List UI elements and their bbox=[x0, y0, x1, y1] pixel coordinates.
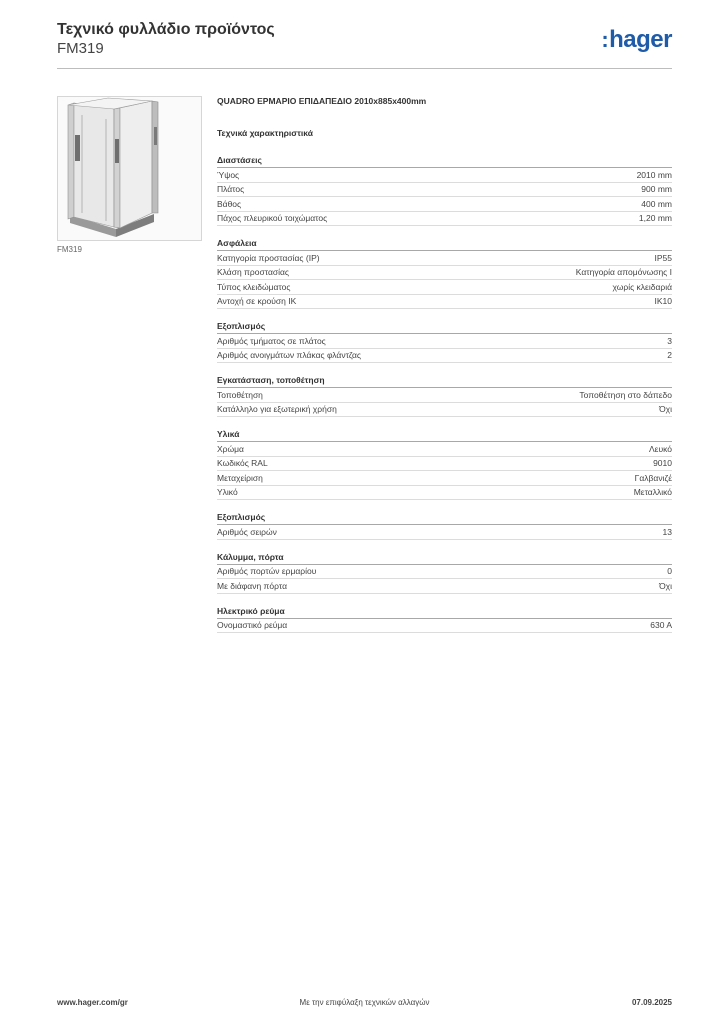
spec-row: Αριθμός ανοιγμάτων πλάκας φλάντζας 2 bbox=[217, 349, 672, 363]
spec-value: Λευκό bbox=[649, 443, 672, 454]
spec-label: Αριθμός πορτών ερμαρίου bbox=[217, 566, 317, 577]
spec-value: 3 bbox=[667, 335, 672, 346]
spec-row: Υλικό Μεταλλικό bbox=[217, 486, 672, 500]
spec-label: Πάχος πλευρικού τοιχώματος bbox=[217, 213, 328, 224]
spec-value: 0 bbox=[667, 566, 672, 577]
product-name: QUADRO ΕΡΜΑΡΙΟ ΕΠΙΔΑΠΕΔΙΟ 2010x885x400mm bbox=[217, 96, 427, 106]
spec-row: Πάχος πλευρικού τοιχώματος 1,20 mm bbox=[217, 212, 672, 226]
spec-value: Κατηγορία απομόνωσης I bbox=[575, 267, 672, 278]
spec-value: 900 mm bbox=[641, 184, 672, 195]
document-date: 07.09.2025 bbox=[631, 998, 672, 1007]
spec-label: Κωδικός RAL bbox=[217, 458, 268, 469]
spec-row: Αριθμός σειρών 13 bbox=[217, 525, 672, 540]
spec-label: Υλικό bbox=[217, 487, 238, 498]
spec-label: Με διάφανη πόρτα bbox=[217, 580, 287, 591]
technical-characteristics-heading: Τεχνικά χαρακτηριστικά bbox=[217, 128, 313, 138]
spec-value: 1,20 mm bbox=[638, 213, 672, 224]
spec-section-dimensions: Διαστάσεις Ύψος 2010 mm Πλάτος 900 mm Βάθο… bbox=[217, 153, 672, 226]
spec-value: 630 A bbox=[650, 620, 672, 631]
spec-row: Τύπος κλειδώματος χωρίς κλειδαριά bbox=[217, 280, 672, 295]
product-code: FM319 bbox=[57, 40, 104, 57]
logo-text: hager bbox=[609, 26, 672, 53]
spec-row: Ύψος 2010 mm bbox=[217, 168, 672, 183]
logo-colon-icon: : bbox=[601, 27, 609, 52]
spec-value: Όχι bbox=[659, 580, 672, 591]
spec-label: Χρώμα bbox=[217, 443, 244, 454]
technical-changes-note: Με την επιφύλαξη τεχνικών αλλαγών bbox=[299, 998, 430, 1007]
spec-value: Τοποθέτηση στο δάπεδο bbox=[579, 389, 672, 400]
spec-row: Ονομαστικό ρεύμα 630 A bbox=[217, 619, 672, 633]
spec-section-electric-current: Ηλεκτρικό ρεύμα Ονομαστικό ρεύμα 630 A bbox=[217, 604, 672, 633]
spec-label: Τοποθέτηση bbox=[217, 389, 263, 400]
specifications-panel: QUADRO ΕΡΜΑΡΙΟ ΕΠΙΔΑΠΕΔΙΟ 2010x885x400mm… bbox=[217, 95, 672, 633]
hager-logo: :hager bbox=[601, 26, 672, 54]
website-link[interactable]: www.hager.com/gr bbox=[57, 998, 128, 1007]
section-title: Ηλεκτρικό ρεύμα bbox=[217, 604, 672, 619]
page-header: Τεχνικό φυλλάδιο προϊόντος FM319 :hager bbox=[57, 20, 672, 69]
spec-label: Κατηγορία προστασίας (IP) bbox=[217, 252, 320, 263]
spec-label: Τύπος κλειδώματος bbox=[217, 281, 291, 292]
spec-label: Αριθμός τμήματος σε πλάτος bbox=[217, 335, 326, 346]
section-title: Εγκατάσταση, τοποθέτηση bbox=[217, 373, 672, 388]
spec-row: Κατηγορία προστασίας (IP) IP55 bbox=[217, 251, 672, 266]
spec-row: Τοποθέτηση Τοποθέτηση στο δάπεδο bbox=[217, 388, 672, 403]
spec-row: Αριθμός πορτών ερμαρίου 0 bbox=[217, 565, 672, 579]
section-title: Διαστάσεις bbox=[217, 153, 672, 168]
spec-label: Αριθμός ανοιγμάτων πλάκας φλάντζας bbox=[217, 350, 362, 361]
spec-section-equipment: Εξοπλισμός Αριθμός τμήματος σε πλάτος 3 Α… bbox=[217, 319, 672, 363]
spec-value: IK10 bbox=[654, 296, 673, 307]
section-title: Εξοπλισμός bbox=[217, 510, 672, 525]
spec-row: Πλάτος 900 mm bbox=[217, 183, 672, 197]
spec-label: Ονομαστικό ρεύμα bbox=[217, 620, 288, 631]
spec-value: 13 bbox=[662, 526, 672, 537]
spec-section-materials: Υλικά Χρώμα Λευκό Κωδικός RAL 9010 Μεταχεί… bbox=[217, 427, 672, 500]
spec-value: Γαλβανιζέ bbox=[634, 472, 672, 483]
spec-value: Μεταλλικό bbox=[633, 487, 672, 498]
spec-value: 400 mm bbox=[641, 198, 672, 209]
spec-row: Κατάλληλο για εξωτερική χρήση Όχι bbox=[217, 403, 672, 417]
spec-value: 9010 bbox=[653, 458, 672, 469]
spec-section-equipment-rows: Εξοπλισμός Αριθμός σειρών 13 bbox=[217, 510, 672, 540]
spec-label: Ύψος bbox=[217, 169, 240, 180]
spec-row: Μεταχείριση Γαλβανιζέ bbox=[217, 471, 672, 486]
section-title: Κάλυμμα, πόρτα bbox=[217, 550, 672, 565]
spec-value: χωρίς κλειδαριά bbox=[612, 281, 672, 292]
spec-label: Κατάλληλο για εξωτερική χρήση bbox=[217, 404, 337, 415]
spec-label: Βάθος bbox=[217, 198, 242, 209]
spec-row: Κωδικός RAL 9010 bbox=[217, 457, 672, 471]
spec-value: IP55 bbox=[654, 252, 673, 263]
spec-row: Κλάση προστασίας Κατηγορία απομόνωσης I bbox=[217, 266, 672, 280]
spec-row: Με διάφανη πόρτα Όχι bbox=[217, 579, 672, 594]
spec-value: 2010 mm bbox=[636, 169, 672, 180]
spec-value: Όχι bbox=[659, 404, 672, 415]
document-title: Τεχνικό φυλλάδιο προϊόντος bbox=[57, 21, 275, 38]
spec-label: Αντοχή σε κρούση IK bbox=[217, 296, 297, 307]
spec-label: Αριθμός σειρών bbox=[217, 526, 277, 537]
spec-label: Πλάτος bbox=[217, 184, 245, 195]
product-image bbox=[57, 96, 202, 241]
section-title: Ασφάλεια bbox=[217, 236, 672, 251]
spec-row: Αντοχή σε κρούση IK IK10 bbox=[217, 295, 673, 309]
floor-cabinet-illustration bbox=[67, 97, 159, 237]
spec-section-safety: Ασφάλεια Κατηγορία προστασίας (IP) IP55 Κ… bbox=[217, 236, 672, 309]
spec-row: Βάθος 400 mm bbox=[217, 197, 672, 212]
spec-label: Μεταχείριση bbox=[217, 472, 263, 483]
section-title: Εξοπλισμός bbox=[217, 319, 672, 334]
section-title: Υλικά bbox=[217, 427, 672, 442]
spec-label: Κλάση προστασίας bbox=[217, 267, 290, 278]
spec-row: Χρώμα Λευκό bbox=[217, 442, 672, 457]
spec-value: 2 bbox=[667, 350, 672, 361]
image-caption: FM319 bbox=[57, 245, 82, 254]
spec-row: Αριθμός τμήματος σε πλάτος 3 bbox=[217, 334, 672, 349]
